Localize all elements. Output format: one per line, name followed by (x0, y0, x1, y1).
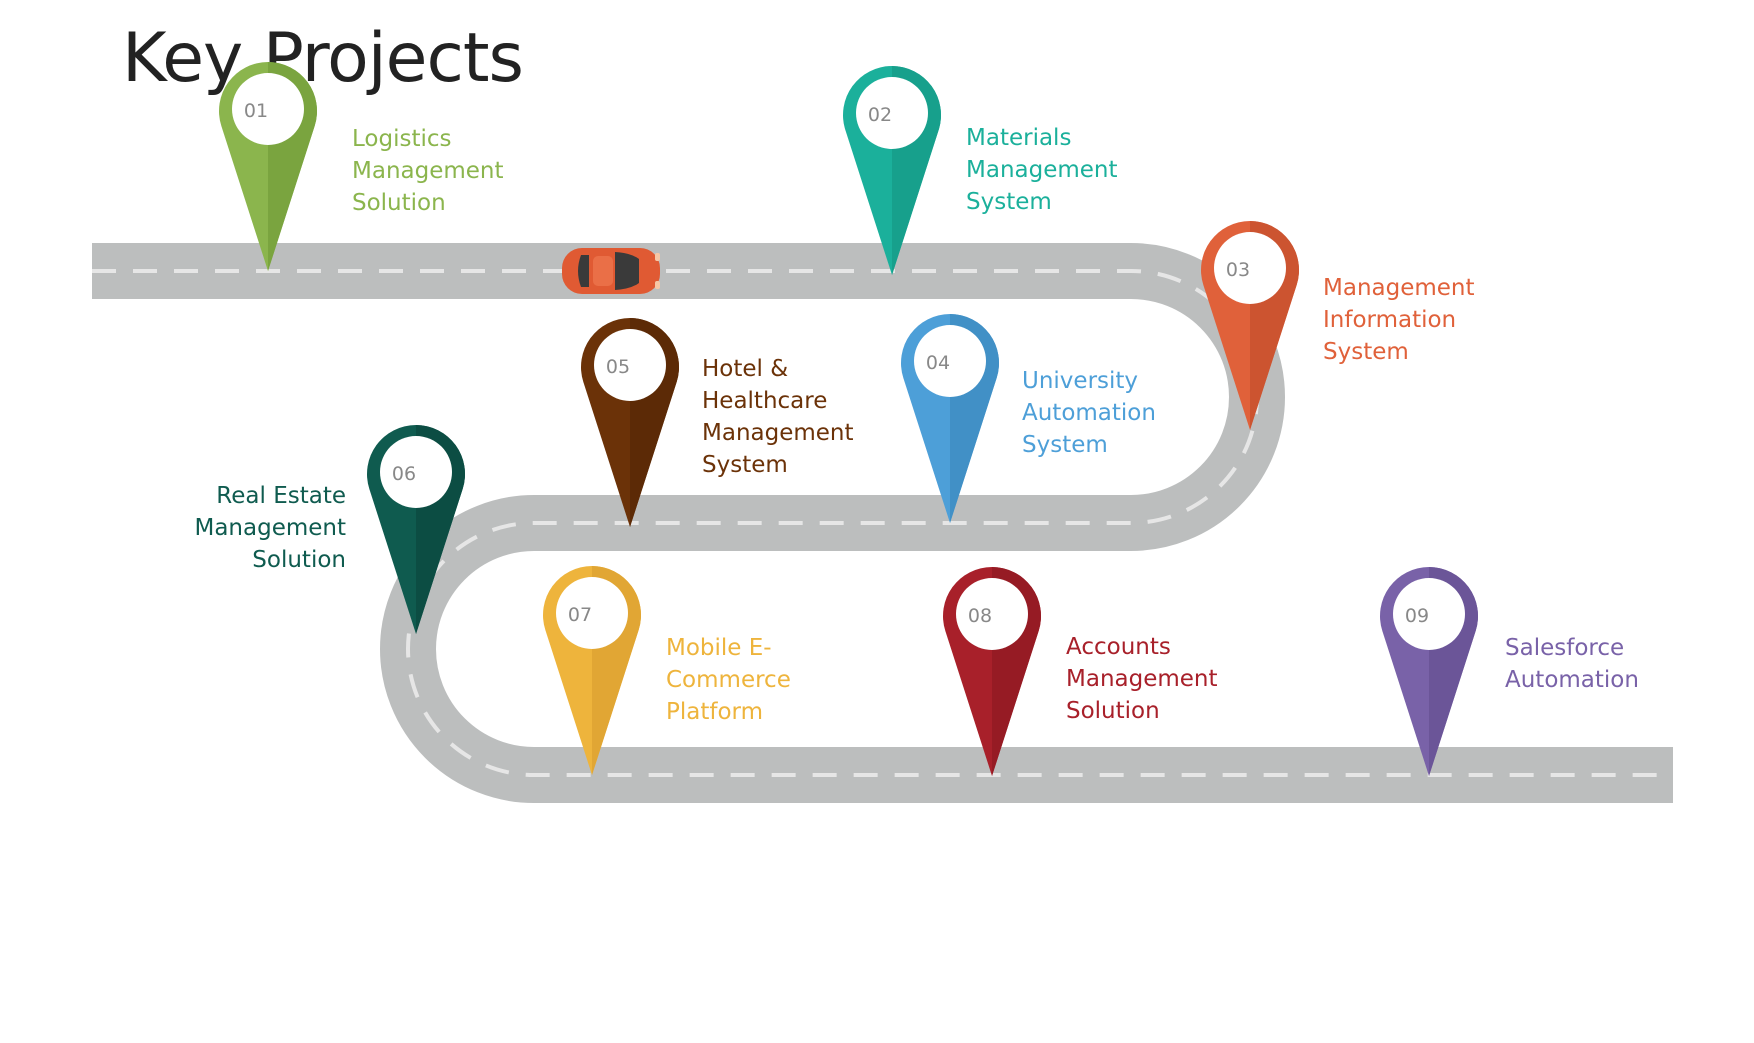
location-pin-03-icon: 03 (1201, 221, 1300, 430)
project-label-line: Automation (1022, 400, 1156, 426)
location-pin-09-icon: 09 (1380, 567, 1479, 776)
car-icon (562, 248, 660, 294)
project-label-line: Management (1323, 275, 1475, 301)
location-pin-01-icon: 01 (219, 62, 318, 271)
pin-number-06: 06 (392, 463, 416, 485)
project-label-line: System (702, 452, 788, 478)
project-label-line: Management (352, 158, 504, 184)
location-pin-04-icon: 04 (900, 314, 1000, 523)
project-label-line: Hotel & (702, 356, 789, 382)
project-label-line: System (966, 189, 1052, 215)
location-pin-05-icon: 05 (581, 318, 680, 527)
car-rear-window (578, 255, 589, 287)
pin-inner-circle (914, 325, 986, 397)
pin-number-05: 05 (606, 356, 630, 378)
pin-number-03: 03 (1226, 259, 1250, 281)
project-label-line: Solution (352, 190, 446, 216)
page-title: Key Projects (122, 19, 524, 98)
project-label-line: Automation (1505, 667, 1639, 693)
project-label-line: Solution (1066, 698, 1160, 724)
location-pin-06-icon: 06 (367, 425, 466, 634)
project-label-line: Real Estate (216, 483, 346, 509)
project-label-line: Mobile E- (666, 635, 772, 661)
location-pin-02-icon: 02 (842, 66, 942, 275)
pin-inner-circle (1393, 578, 1465, 650)
project-label-line: Healthcare (702, 388, 828, 414)
project-label-line: Management (1066, 666, 1218, 692)
pin-inner-circle (594, 329, 666, 401)
pin-number-07: 07 (568, 604, 592, 626)
car-shape (562, 248, 660, 294)
pin-number-09: 09 (1405, 605, 1429, 627)
project-label-line: System (1323, 339, 1409, 365)
project-label-line: Information (1323, 307, 1457, 333)
project-label-line: Solution (252, 547, 346, 573)
project-label-line: Platform (666, 699, 763, 725)
project-label-line: Management (702, 420, 854, 446)
car-roof (593, 256, 613, 286)
project-label-line: University (1022, 368, 1139, 394)
pin-inner-circle (1214, 232, 1286, 304)
pin-inner-circle (856, 77, 928, 149)
pin-inner-circle (232, 73, 304, 145)
location-pins: 01 02 03 04 05 06 07 08 09 (219, 62, 1479, 776)
project-label-line: Materials (966, 125, 1072, 151)
project-label-line: Salesforce (1505, 635, 1625, 661)
pin-number-01: 01 (244, 100, 268, 122)
pin-number-02: 02 (868, 104, 892, 126)
pin-inner-circle (956, 578, 1028, 650)
location-pin-08-icon: 08 (943, 567, 1042, 776)
project-label-line: Logistics (352, 126, 452, 152)
pin-number-08: 08 (968, 605, 992, 627)
pin-inner-circle (556, 577, 628, 649)
location-pin-07-icon: 07 (543, 566, 642, 775)
pin-inner-circle (380, 436, 452, 508)
project-label-line: Accounts (1066, 634, 1171, 660)
project-label-line: Management (966, 157, 1118, 183)
project-label-line: Commerce (666, 667, 791, 693)
car-windshield (615, 252, 639, 290)
car-headlight-left (655, 253, 660, 261)
project-label-line: Management (194, 515, 346, 541)
pin-number-04: 04 (926, 352, 950, 374)
car-headlight-right (655, 281, 660, 289)
project-label-line: System (1022, 432, 1108, 458)
